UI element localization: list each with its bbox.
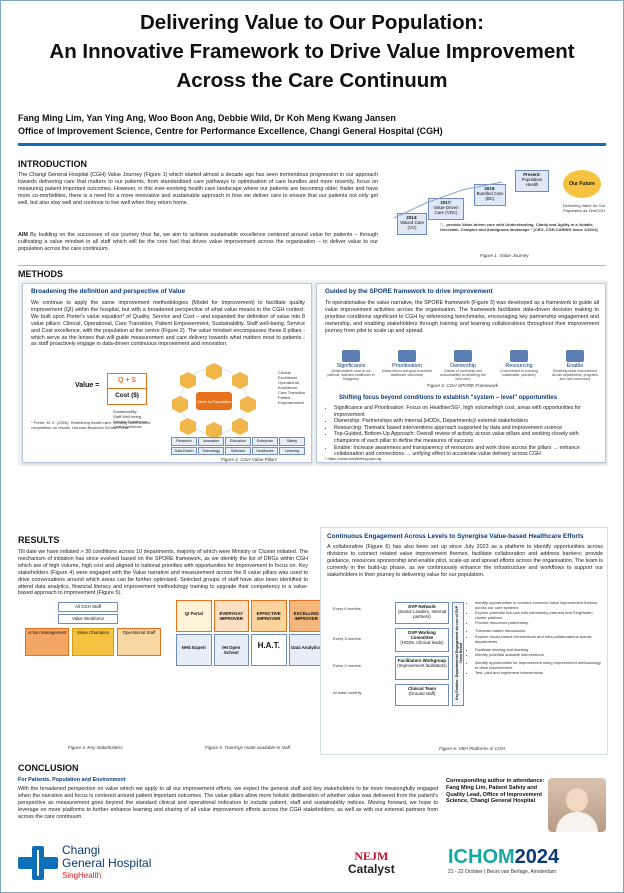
- author-affiliation: Office of Improvement Science, Centre fo…: [18, 126, 443, 136]
- future-caption: Delivering Value for Our Population as O…: [562, 203, 606, 213]
- value-equation: Q + S Cost ($): [107, 373, 147, 405]
- figure-3-caption: Figure 3. CGH SPORE Framework: [427, 383, 499, 388]
- poster-header: Delivering Value to Our Population: An I…: [0, 0, 624, 104]
- training-effective-improver: EFFECTIVE IMPROVER: [251, 600, 287, 632]
- author-photo: [548, 778, 606, 832]
- stakeholder-champion: Value Champion: [72, 628, 114, 656]
- title-line-1: Delivering Value to Our Population:: [140, 11, 484, 34]
- shifting-focus-bullets: Significance and Prioritisation: Focus o…: [325, 405, 599, 458]
- spore-enable: Enable(Enabling value improvement across…: [549, 350, 601, 381]
- changi-logo-mark: [18, 846, 58, 880]
- figure-4-caption: Figure 4. Key stakeholders: [68, 745, 123, 750]
- figure-6-caption: Figure 6. VBH Platforms in CGH: [439, 746, 505, 751]
- value-enabler-grid: Research Innovation Education Enterprise…: [171, 437, 305, 455]
- journey-step-2014: 2014:Valued Care (VC): [397, 213, 427, 235]
- shifting-focus-title: Shifting focus beyond conditions to esta…: [339, 395, 558, 401]
- aim-label: AIM: [18, 232, 28, 238]
- level-facilitators: Facilitators Workgroup(Improvement facil…: [395, 656, 449, 680]
- methods-left-title: Broadening the definition and perspectiv…: [31, 288, 186, 295]
- ichom-logo: ICHOM2024 21 - 22 October | Beurs van Be…: [448, 846, 560, 875]
- freq-monthly: At least monthly: [333, 690, 362, 695]
- healthiersg-ref: ¹ https://www.healthiersg.gov.sg: [325, 456, 382, 461]
- intro-heading: INTRODUCTION: [18, 159, 87, 169]
- freq-every-2-months: Every 2 months: [333, 663, 361, 668]
- changi-logo-text: Changi General Hospital SingHealth: [62, 843, 152, 881]
- journey-arrows: [393, 181, 503, 219]
- conclusion-subheading: For Patients, Population and Environment: [18, 777, 126, 783]
- pillar-center-label: Value to Population: [197, 399, 231, 404]
- spore-significance: Significance(What matters most to our pa…: [325, 350, 377, 381]
- level-clinical-team: Clinical Team(Ground staff): [395, 684, 449, 706]
- freq-every-6-months: Every 6 months: [333, 606, 361, 611]
- stakeholder-all-staff: All CGH Staff: [58, 602, 118, 612]
- training-qi-portal: QI Portal: [176, 600, 212, 632]
- spore-prioritisation: Prioritisation(Value-driven and goal to …: [381, 350, 433, 381]
- training-excelling-improver: EXCELLING IMPROVER: [288, 600, 324, 632]
- ceo-quote: "... provide Value-driven care with Unde…: [440, 222, 598, 233]
- methods-heading: METHODS: [18, 269, 63, 279]
- freq-every-3-months: Every 3 months: [333, 636, 361, 641]
- results-right-panel: Continuous Engagement Across Levels to S…: [320, 527, 608, 755]
- equation-numerator: Q + S: [108, 374, 146, 389]
- methods-right-title: Guided by the SPORE framework to drive i…: [325, 288, 493, 295]
- platform-actions: Identify opportunities to connect common…: [469, 600, 603, 675]
- equation-denominator: Cost ($): [115, 392, 139, 399]
- title-line-3: Across the Care Continuum: [176, 69, 448, 92]
- results-paragraph: Till date we have initiated > 30 conditi…: [18, 549, 308, 597]
- training-hat: H.A.T.: [251, 634, 287, 666]
- spore-resourcing: Resourcing(Commitment to ensuring sustai…: [493, 350, 545, 381]
- intro-paragraph: The Changi General Hospital (CGH) Value …: [18, 172, 378, 206]
- value-label: Value =: [75, 382, 100, 389]
- level-dvp-working-committee: DVP Working Committee(HODs, Clinical lea…: [395, 628, 449, 652]
- authors-block: Fang Ming Lim, Yan Ying Ang, Woo Boon An…: [18, 112, 443, 138]
- figure-1-caption: Figure 1. Value Journey: [480, 253, 529, 258]
- title-line-2: An Innovative Framework to Drive Value I…: [49, 40, 575, 63]
- figure-2-caption: Figure 2. CGH Value Pillars: [221, 457, 278, 462]
- level-dvp-network: DVP Network(Senior Leaders, Internal par…: [395, 602, 449, 624]
- stakeholder-action: Action Management: [25, 628, 69, 656]
- methods-right-paragraph: To operationalise the value narrative, t…: [325, 300, 599, 334]
- corresponding-author: Corresponding author in attendance: Fang…: [446, 778, 545, 805]
- author-names: Fang Ming Lim, Yan Ying Ang, Woo Boon An…: [18, 113, 396, 123]
- value-pillars-diagram: Value to Population: [172, 363, 256, 438]
- aim-paragraph: AIM By building on the successes of our …: [18, 232, 378, 253]
- figure-5-caption: Figure 5. Trainings made available to st…: [205, 745, 291, 750]
- engagement-paragraph: A collaborative (Figure 6) has also been…: [327, 544, 603, 578]
- journey-step-present: Present:Population Health: [515, 170, 549, 192]
- intro-divider: [18, 265, 606, 266]
- training-nhs-expert: NHS Expert: [176, 634, 212, 666]
- key-enabler-bar: Key Enabler: Departmental Engagement via…: [452, 602, 464, 706]
- aim-text: By building on the successes of our jour…: [18, 232, 379, 252]
- conclusion-paragraph: With the broadened perspective on value …: [18, 786, 438, 820]
- methods-left-paragraph: We continue to apply the same improvemen…: [31, 300, 305, 348]
- journey-step-2017: 2017:Value-Driven Care (VDC): [428, 198, 464, 220]
- stakeholder-operational: Operational Staff: [117, 628, 161, 656]
- training-data-analytics: Data Analytics: [288, 634, 324, 666]
- header-divider: [18, 143, 606, 146]
- spore-ownership: Ownership(Sense of ownership and account…: [437, 350, 489, 381]
- porter-footnote: * Porter, M. E. (2006). Redefining healt…: [31, 420, 151, 431]
- conclusion-heading: CONCLUSION: [18, 763, 79, 773]
- our-future-badge: Our Future: [563, 170, 601, 198]
- methods-right-panel: Guided by the SPORE framework to drive i…: [316, 283, 606, 463]
- nejm-catalyst-logo: NEJM Catalyst: [348, 849, 395, 876]
- training-everyday-improver: EVERYDAY IMPROVER: [213, 600, 249, 632]
- results-heading: RESULTS: [18, 535, 60, 545]
- spore-framework: Significance(What matters most to our pa…: [325, 350, 601, 381]
- training-ihi: IHI Open School: [213, 634, 249, 666]
- methods-left-panel: Broadening the definition and perspectiv…: [22, 283, 312, 463]
- stakeholder-workforce: Value Workforce: [58, 614, 118, 624]
- engagement-title: Continuous Engagement Across Levels to S…: [327, 533, 584, 540]
